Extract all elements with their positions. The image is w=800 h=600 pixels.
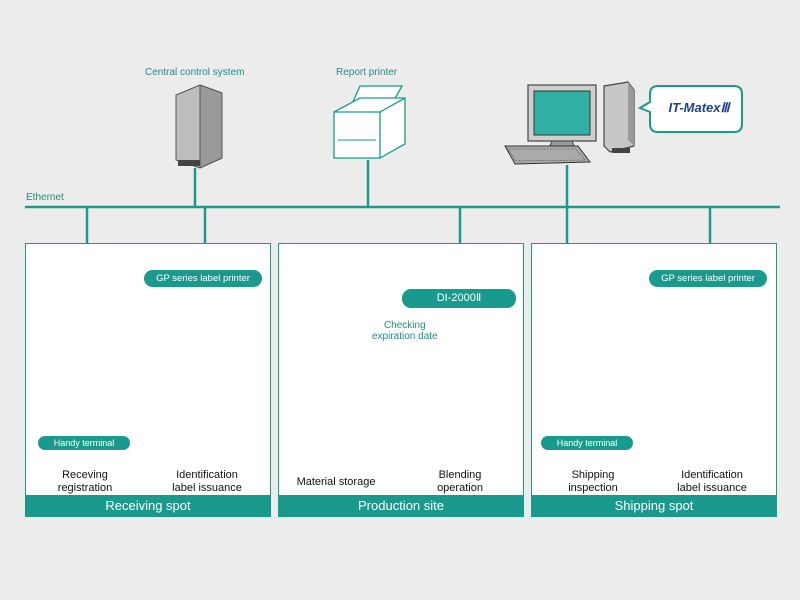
production-site-panel: Production site xyxy=(278,243,524,517)
itmatex-logo: IT-MatexⅢ xyxy=(668,100,730,115)
shipping-caption-right: Identification label issuance xyxy=(677,469,747,494)
handy-terminal-pill: Handy terminal xyxy=(38,436,130,450)
checking-expiration-label: Checking expiration date xyxy=(372,320,438,342)
shipping-caption-left: Shipping inspection xyxy=(568,469,618,494)
handy-terminal-pill-2: Handy terminal xyxy=(541,436,633,450)
report-printer-label: Report printer xyxy=(336,67,398,78)
gp-printer-pill-2: GP series label printer xyxy=(649,270,767,287)
production-caption-right: Blending operation xyxy=(437,469,483,494)
di2000-pill: DI-2000Ⅱ xyxy=(402,289,516,308)
receiving-caption-left: Receving registration xyxy=(57,469,113,494)
itmatex-bubble xyxy=(637,85,743,133)
gp-printer-pill: GP series label printer xyxy=(144,270,262,287)
shipping-spot-title: Shipping spot xyxy=(532,495,776,516)
production-site-title: Production site xyxy=(279,495,523,516)
shipping-spot-panel: Shipping spot xyxy=(531,243,777,517)
server-icon xyxy=(175,84,223,169)
receiving-spot-title: Receiving spot xyxy=(26,495,270,516)
central-control-label: Central control system xyxy=(145,67,245,78)
receiving-caption-right: Identification label issuance xyxy=(172,469,242,494)
ethernet-label: Ethernet xyxy=(26,192,64,203)
workstation-icon xyxy=(504,81,635,165)
report-printer-icon xyxy=(333,85,406,159)
production-caption-left: Material storage xyxy=(296,476,376,488)
receiving-spot-panel: Receiving spot xyxy=(25,243,271,517)
